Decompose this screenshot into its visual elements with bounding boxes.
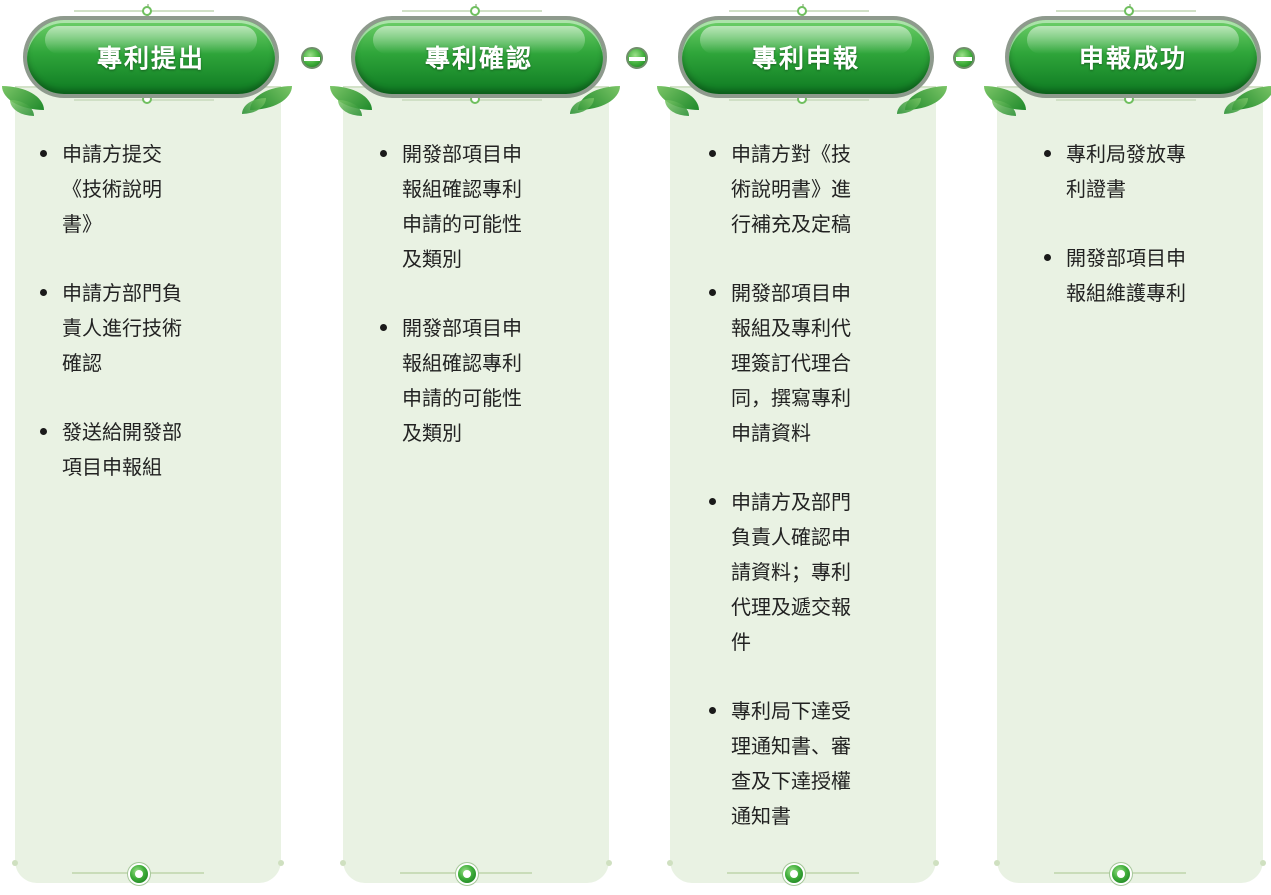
connector-icon bbox=[626, 47, 648, 69]
knob-icon bbox=[785, 865, 803, 883]
stage-column-1: 專利提出 申請方提交 《技術說明 書》 申請方部門負 責人進行技術 確認 發送給… bbox=[0, 0, 300, 895]
stage-steps: 專利局發放專 利證書 開發部項目申 報組維護專利 bbox=[1042, 137, 1186, 345]
knob-icon bbox=[130, 865, 148, 883]
step-item: 開發部項目申 報組確認專利 申請的可能性 及類別 bbox=[378, 137, 522, 277]
step-item: 專利局下達受 理通知書、審 查及下達授權 通知書 bbox=[707, 694, 851, 834]
decor-dot-top bbox=[142, 6, 152, 16]
step-item: 申請方部門負 責人進行技術 確認 bbox=[38, 276, 182, 381]
knob-icon bbox=[1112, 865, 1130, 883]
stage-steps: 開發部項目申 報組確認專利 申請的可能性 及類別 開發部項目申 報組確認專利 申… bbox=[378, 137, 522, 485]
stage-panel bbox=[15, 86, 281, 883]
step-item: 開發部項目申 報組維護專利 bbox=[1042, 241, 1186, 311]
decor-dot bbox=[1260, 860, 1266, 866]
decor-dot bbox=[933, 860, 939, 866]
decor-dot bbox=[278, 860, 284, 866]
step-item: 專利局發放專 利證書 bbox=[1042, 137, 1186, 207]
step-item: 申請方提交 《技術說明 書》 bbox=[38, 137, 182, 242]
stage-title: 申報成功 bbox=[1078, 44, 1187, 73]
stage-header: 專利提出 bbox=[23, 16, 279, 98]
decor-dot-top bbox=[1124, 6, 1134, 16]
stage-steps: 申請方提交 《技術說明 書》 申請方部門負 責人進行技術 確認 發送給開發部 項… bbox=[38, 137, 182, 519]
stage-panel bbox=[997, 86, 1263, 883]
decor-dot bbox=[994, 860, 1000, 866]
decor-dot bbox=[606, 860, 612, 866]
stage-header: 專利確認 bbox=[351, 16, 607, 98]
step-item: 申請方對《技 術說明書》進 行補充及定稿 bbox=[707, 137, 851, 242]
stage-column-4: 申報成功 專利局發放專 利證書 開發部項目申 報組維護專利 bbox=[982, 0, 1271, 895]
stage-title: 專利申報 bbox=[751, 44, 860, 73]
step-item: 開發部項目申 報組及專利代 理簽訂代理合 同，撰寫專利 申請資料 bbox=[707, 276, 851, 451]
step-item: 申請方及部門 負責人確認申 請資料；專利 代理及遞交報 件 bbox=[707, 485, 851, 660]
stage-title: 專利提出 bbox=[96, 44, 205, 73]
stage-column-2: 專利確認 開發部項目申 報組確認專利 申請的可能性 及類別 開發部項目申 報組確… bbox=[328, 0, 628, 895]
decor-dot-top bbox=[470, 6, 480, 16]
stage-header: 專利申報 bbox=[678, 16, 934, 98]
connector-icon bbox=[301, 47, 323, 69]
decor-dot bbox=[667, 860, 673, 866]
step-item: 開發部項目申 報組確認專利 申請的可能性 及類別 bbox=[378, 311, 522, 451]
stage-panel bbox=[670, 86, 936, 883]
connector-icon bbox=[953, 47, 975, 69]
stage-steps: 申請方對《技 術說明書》進 行補充及定稿 開發部項目申 報組及專利代 理簽訂代理… bbox=[707, 137, 851, 868]
decor-dot-top bbox=[797, 6, 807, 16]
stage-header: 申報成功 bbox=[1005, 16, 1261, 98]
stage-title: 專利確認 bbox=[424, 44, 533, 73]
step-item: 發送給開發部 項目申報組 bbox=[38, 415, 182, 485]
decor-dot bbox=[12, 860, 18, 866]
knob-icon bbox=[458, 865, 476, 883]
stage-column-3: 專利申報 申請方對《技 術說明書》進 行補充及定稿 開發部項目申 報組及專利代 … bbox=[655, 0, 955, 895]
stage-panel bbox=[343, 86, 609, 883]
decor-dot bbox=[340, 860, 346, 866]
